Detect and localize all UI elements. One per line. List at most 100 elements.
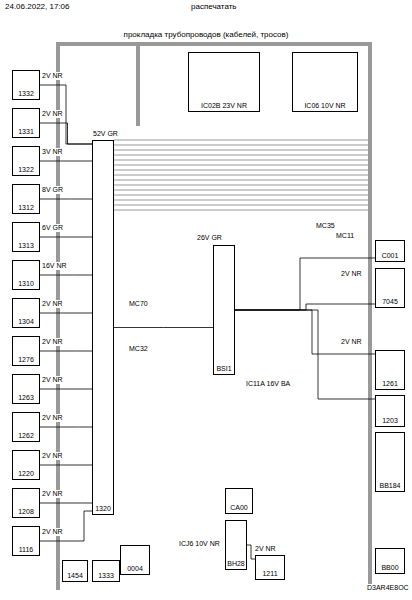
wire-connector <box>40 161 92 162</box>
wire-path <box>40 199 92 200</box>
component-number: IC02B 23V NR <box>201 102 247 110</box>
wire-path <box>40 351 92 352</box>
connector-label: ICJ6 10V NR <box>178 540 221 548</box>
component-number: BB00 <box>381 564 398 572</box>
wire-path <box>40 123 92 144</box>
page-header: 24.06.2022, 17:06 <box>4 3 71 12</box>
component-box: BH28 <box>225 520 247 570</box>
wire-connector <box>40 427 92 428</box>
connector-label: 2V NR <box>41 528 64 536</box>
wire-connector <box>235 258 375 310</box>
connector-label: MC70 <box>128 300 149 308</box>
component-number: 1208 <box>18 508 34 516</box>
connector-label: 8V GR <box>41 186 64 194</box>
component-box: BB00 <box>375 548 405 574</box>
connector-label: 2V NR <box>41 490 64 498</box>
component-box: 1203 <box>375 395 405 427</box>
connector-label: 2V NR <box>41 300 64 308</box>
wire <box>114 200 368 201</box>
component-box: 1261 <box>375 350 405 390</box>
wire-path <box>40 503 92 504</box>
wire <box>114 145 368 146</box>
connector-label: IC11A 16V BA <box>245 380 291 388</box>
component-number: 1332 <box>18 90 34 98</box>
component-number: 1312 <box>18 204 34 212</box>
right-bus-bar <box>368 42 372 590</box>
component-box: 1310 <box>12 260 40 290</box>
wire-path <box>40 85 92 144</box>
wire-path <box>40 161 92 162</box>
component-box: 1454 <box>62 560 88 582</box>
wire-connector <box>40 503 92 504</box>
wire-connector <box>40 465 92 466</box>
connector-label: 2V NR <box>41 72 64 80</box>
component-box: 1322 <box>12 146 40 176</box>
wire-connector <box>40 275 92 276</box>
connector-label: 2V NR <box>340 338 363 346</box>
component-box: 7045 <box>375 268 405 308</box>
connector-label: 26V GR <box>196 234 223 242</box>
wire-path <box>114 327 213 328</box>
connector-label: 52V GR <box>92 130 119 138</box>
wire-connector <box>40 199 92 200</box>
connector-label: 2V NR <box>41 110 64 118</box>
wire <box>114 190 368 191</box>
component-number: 1333 <box>98 572 114 580</box>
wire-path <box>40 427 92 428</box>
diagram-title: прокладка трубопроводов (кабелей, тросов… <box>0 30 412 39</box>
wire <box>114 155 368 156</box>
wire <box>114 185 368 186</box>
wire-path <box>235 258 375 310</box>
wire <box>114 180 368 181</box>
component-number: 1211 <box>262 570 277 578</box>
wire-path <box>235 310 375 354</box>
component-number: 1262 <box>18 432 34 440</box>
component-box: CA00 <box>225 488 253 514</box>
component-number: 1116 <box>19 546 34 554</box>
wire-connector <box>40 123 92 144</box>
connector-label: 6V GR <box>41 224 64 232</box>
connector-label: 2V NR <box>340 270 363 278</box>
component-number: 1322 <box>18 166 34 174</box>
component-number: CA00 <box>230 504 248 512</box>
component-box: 1312 <box>12 184 40 214</box>
wire-connector <box>40 511 92 541</box>
wire <box>114 170 368 171</box>
component-box: 1320 <box>92 140 114 515</box>
component-number: 7045 <box>382 298 398 306</box>
component-number: 1304 <box>18 318 34 326</box>
component-number: IC06 10V NR <box>304 102 345 110</box>
connector-label: 2V NR <box>41 338 64 346</box>
wire-path <box>40 511 92 541</box>
wire-connector <box>40 313 92 314</box>
component-box: 1331 <box>12 108 40 138</box>
component-box: 1313 <box>12 222 40 252</box>
component-box: C001 <box>375 240 405 262</box>
wire <box>114 140 368 141</box>
component-box: IC02B 23V NR <box>188 52 260 112</box>
wire-path <box>40 465 92 466</box>
wire <box>114 150 368 151</box>
wire-connector <box>40 389 92 390</box>
wire-path <box>40 389 92 390</box>
connector-label: 16V NR <box>41 262 68 270</box>
component-box: 1262 <box>12 412 40 442</box>
page-header: распечатать <box>190 3 238 12</box>
component-number: BB184 <box>379 482 400 490</box>
connector-label: 2V NR <box>41 452 64 460</box>
wire <box>114 160 368 161</box>
component-box: 1220 <box>12 450 40 480</box>
wire-path <box>235 310 375 399</box>
component-number: 1313 <box>18 242 34 250</box>
wire-connector <box>40 237 92 238</box>
connector-label: 2V NR <box>41 414 64 422</box>
component-number: 1454 <box>67 572 83 580</box>
wire-path <box>235 304 375 310</box>
connector-label: MC11 <box>335 232 355 240</box>
component-box: 1332 <box>12 70 40 100</box>
component-number: 1331 <box>18 128 34 136</box>
component-number: 1261 <box>382 380 398 388</box>
wire <box>114 210 368 211</box>
component-box: 1263 <box>12 374 40 404</box>
wire-bundle <box>114 140 368 210</box>
